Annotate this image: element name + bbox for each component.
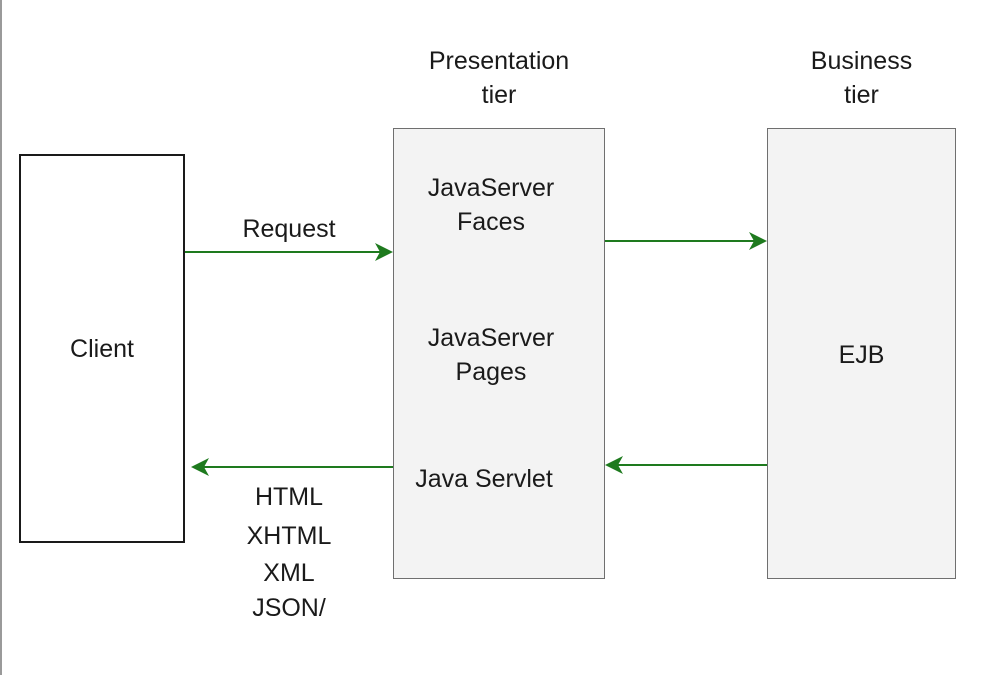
response-format-json: JSON/ [252,594,326,622]
presentation-tier-header: Presentation tier [428,47,570,109]
presentation-tier-box [393,128,605,579]
response-format-html: HTML [254,483,324,511]
business-tier-header: Business tier [810,47,913,109]
left-edge-border [0,0,2,675]
client-label: Client [70,335,134,363]
business-tier-box [767,128,956,579]
client-box [19,154,185,543]
response-arrow [191,458,393,476]
presentation-to-business-arrow [605,232,767,250]
ejb-label: EJB [838,341,885,369]
java-servlet-label: Java Servlet [415,465,553,493]
business-to-presentation-arrow [605,456,767,474]
request-label: Request [242,215,336,243]
response-format-xhtml: XHTML [246,522,332,550]
javaserver-pages-label: JavaServer Pages [427,324,555,386]
response-format-xml: XML [263,559,315,587]
javaserver-faces-label: JavaServer Faces [427,174,555,236]
